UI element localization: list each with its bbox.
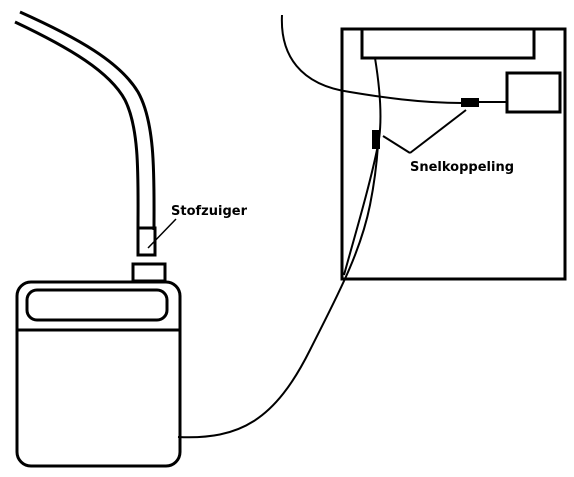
vacuum-hose-left-wall (14, 20, 140, 231)
machine-side-unit (505, 71, 562, 114)
canister-handle (25, 288, 169, 322)
canister-cap (131, 262, 167, 283)
coupling-label: Snelkoppeling (410, 160, 514, 175)
vacuum-hose (14, 10, 156, 231)
inner-tube (343, 57, 382, 276)
coupling-leader-right (409, 109, 467, 154)
coupling-leader-left (382, 135, 411, 154)
machine-box (340, 27, 567, 281)
vacuum-hose-right-wall (19, 10, 156, 231)
vacuum-nozzle (136, 226, 157, 257)
external-cable (280, 14, 463, 104)
canister (15, 280, 182, 468)
vacuum-label: Stofzuiger (171, 204, 248, 219)
canister-body (15, 280, 182, 468)
canister-to-box-tube (177, 144, 379, 439)
machine-top-bar (360, 27, 536, 60)
quick-coupling-left (372, 130, 380, 149)
vacuum-leader-line (147, 218, 177, 249)
quick-coupling-right (461, 98, 479, 107)
